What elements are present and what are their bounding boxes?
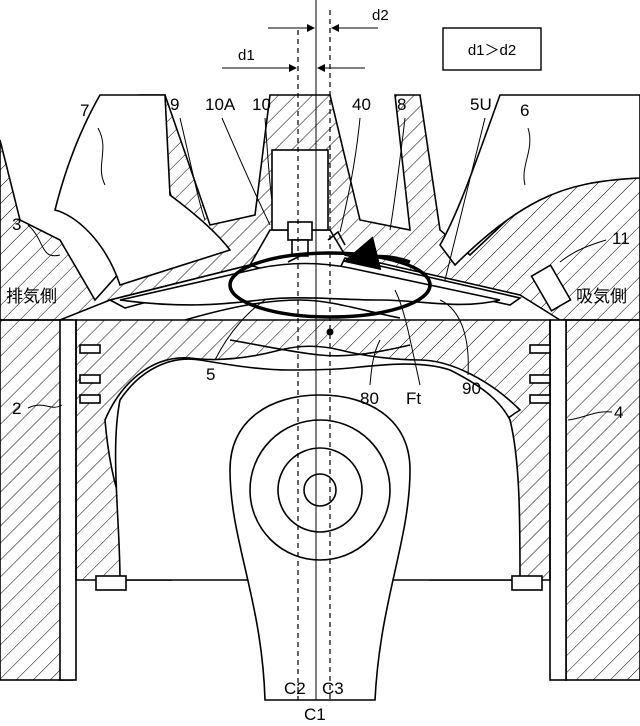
relation-text: d1＞d2 [468,42,516,59]
label-9: 9 [170,95,179,114]
cylinder-wall-left [0,319,77,681]
label-c2: C2 [284,679,306,698]
label-3: 3 [12,215,21,234]
label-80: 80 [360,389,379,408]
label-2: 2 [12,399,21,418]
label-10a: 10A [205,95,236,114]
label-8: 8 [397,95,406,114]
spark-plug-tip [327,230,346,246]
label-c1: C1 [304,705,326,724]
exhaust-port [54,94,232,287]
cylinder-wall-right [549,319,640,681]
label-10: 10 [252,95,271,114]
combustion-chamber [119,262,501,306]
label-90: 90 [462,379,481,398]
label-7: 7 [80,101,89,120]
label-5: 5 [206,365,215,384]
label-11: 11 [612,229,630,248]
valve-stem-11 [530,264,572,312]
label-d2: d2 [372,7,389,24]
point-ft [326,328,334,336]
intake-port [439,94,640,267]
label-ft: Ft [406,389,421,408]
label-4: 4 [614,403,623,422]
label-5u: 5U [470,95,492,114]
label-c3: C3 [322,679,344,698]
label-d1: d1 [238,47,255,64]
label-40: 40 [352,95,371,114]
label-6: 6 [520,101,529,120]
label-intake-side: 吸気側 [576,287,627,306]
connecting-rod [229,394,411,701]
leader-lines [27,117,613,421]
label-exhaust-side: 排気側 [6,287,57,306]
centerlines [297,0,331,700]
relation-box: d1＞d2 [442,27,542,71]
injector-body [271,149,329,263]
